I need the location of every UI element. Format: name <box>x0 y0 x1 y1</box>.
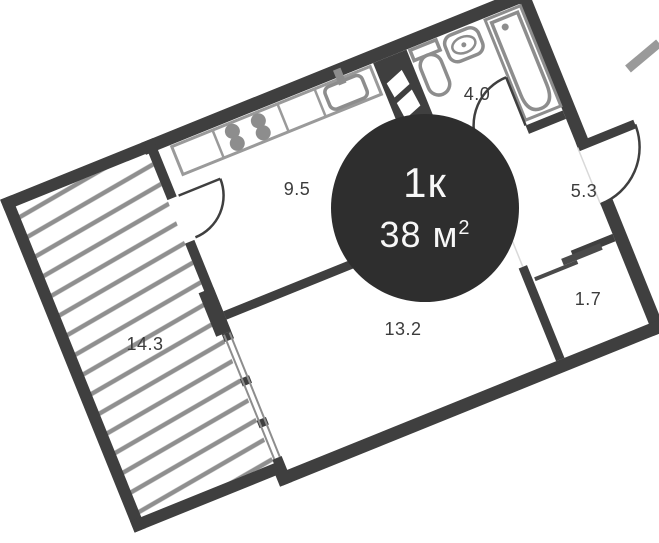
badge-type-label: 1к <box>403 159 447 206</box>
balcony-wall-top <box>0 141 149 211</box>
wall-left-pier <box>198 287 232 337</box>
room-label-kitchen: 9.5 <box>284 179 311 199</box>
balcony-hatch <box>13 152 274 518</box>
badge-area-label: 38 м2 <box>380 214 471 255</box>
wardrobe-rod-icon <box>534 243 603 282</box>
wall-right-upper <box>514 0 590 148</box>
balcony-wall-left <box>0 195 146 533</box>
entrance-door-arc <box>600 123 641 206</box>
wall-right-lower <box>600 198 659 336</box>
badge-area-superscript: 2 <box>458 217 470 239</box>
apartment-badge: 1к 38 м2 <box>331 114 519 302</box>
room-label-living-room: 13.2 <box>384 319 421 339</box>
kitchen-sink-icon <box>323 67 370 111</box>
badge-circle <box>331 114 519 302</box>
wall-bath-bottom-right <box>525 110 567 134</box>
room-label-hallway: 5.3 <box>571 181 598 201</box>
wall-left-top <box>143 137 177 201</box>
balcony-door-leaf <box>178 177 221 197</box>
wall-wardrobe-left <box>518 265 565 362</box>
bathtub-icon <box>483 3 563 123</box>
room-labels: 9.5 4.0 5.3 1.7 13.2 14.3 <box>126 84 602 354</box>
badge-area-main: 38 м <box>380 214 459 255</box>
toilet-icon <box>407 37 452 97</box>
room-label-bathroom: 4.0 <box>464 84 491 104</box>
wall-bottom <box>275 318 659 487</box>
stove-icon <box>224 113 271 151</box>
entrance-door-leaf <box>575 119 637 152</box>
washbasin-icon <box>442 26 485 64</box>
bathroom-door-leaf <box>504 76 527 126</box>
balcony-door-arc <box>194 178 225 239</box>
wall-left-bottom <box>272 455 293 486</box>
neighbour-wall-stub <box>625 39 659 73</box>
room-label-balcony: 14.3 <box>126 334 163 354</box>
living-room-window <box>223 332 281 460</box>
balcony-wall-bottom <box>130 463 280 533</box>
entrance-threshold <box>576 147 601 204</box>
room-label-wardrobe: 1.7 <box>575 289 602 309</box>
